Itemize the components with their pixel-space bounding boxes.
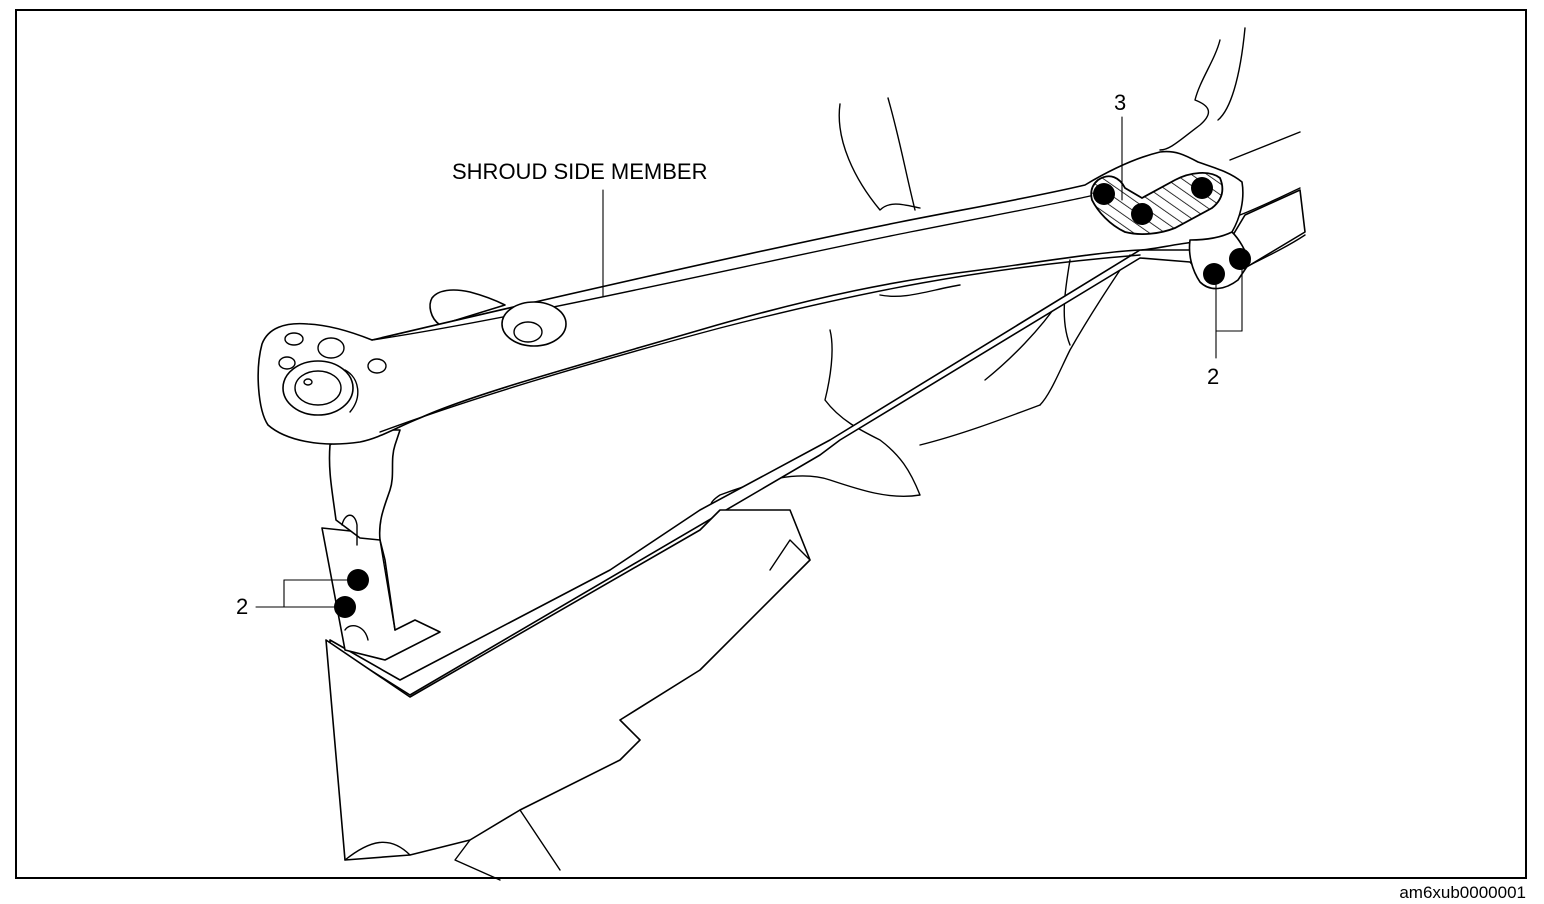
bolt-dot <box>1229 248 1251 270</box>
bolt-dot <box>1203 263 1225 285</box>
bolt-dot <box>1093 183 1115 205</box>
member-label: SHROUD SIDE MEMBER <box>452 159 707 184</box>
callout-2-left-label: 2 <box>236 594 248 619</box>
radiator-support-panel <box>325 189 1306 881</box>
hatched-mounting-area <box>1090 172 1224 235</box>
bolt-dot <box>1131 203 1153 225</box>
vertical-bracket <box>321 429 441 661</box>
callout-2-right-label: 2 <box>1207 364 1219 389</box>
leader-lines <box>255 116 1243 608</box>
engine-compartment-lines <box>710 27 1306 511</box>
image-code: am6xub0000001 <box>1399 883 1526 902</box>
shroud-side-member <box>257 150 1251 445</box>
callout-3-label: 3 <box>1114 90 1126 115</box>
bolt-dot <box>1191 177 1213 199</box>
diagram-frame <box>15 9 1527 879</box>
